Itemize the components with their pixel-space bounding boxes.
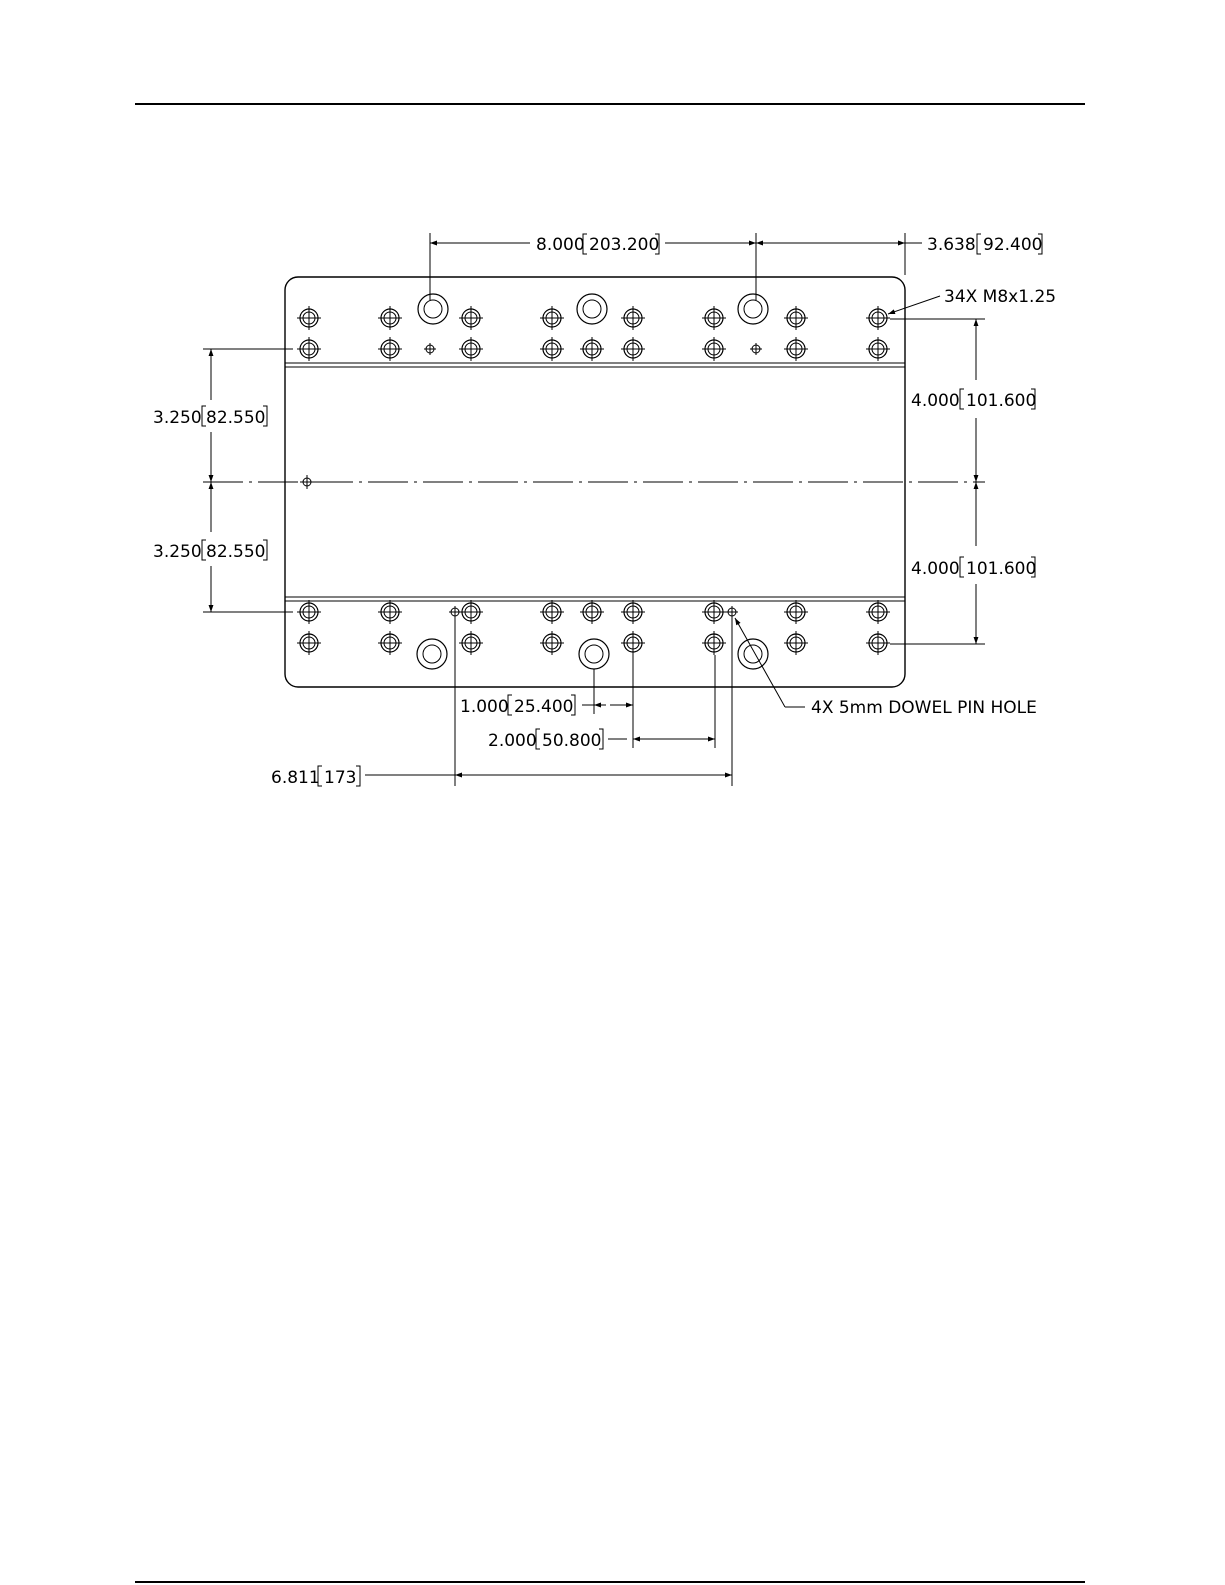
dim-left-lower-metric: 82.550 (206, 542, 265, 562)
dim-top-right-value: 3.638 (927, 235, 976, 255)
callout-tapped-holes: 34X M8x1.25 (888, 287, 1056, 314)
dim-bottom-one-value: 1.000 (460, 697, 509, 717)
dim-left-upper-metric: 82.550 (206, 408, 265, 428)
dim-top-span-metric: 203.200 (589, 235, 659, 255)
dim-bottom-one-metric: 25.400 (514, 697, 573, 717)
dim-top-span-value: 8.000 (536, 235, 585, 255)
callout-dowel-holes-text: 4X 5mm DOWEL PIN HOLE (811, 698, 1037, 718)
dim-bottom-two-value: 2.000 (488, 731, 537, 751)
dim-top-right: 3.638 92.400 (756, 233, 1042, 275)
dim-left-upper-value: 3.250 (153, 408, 202, 428)
callout-tapped-holes-text: 34X M8x1.25 (944, 287, 1056, 307)
dim-bottom-long-metric: 173 (324, 768, 356, 788)
dim-bottom-two-metric: 50.800 (542, 731, 601, 751)
dim-top-right-metric: 92.400 (983, 235, 1042, 255)
dim-right-lower-value: 4.000 (911, 559, 960, 579)
dim-bottom-long-value: 6.811 (271, 768, 320, 788)
dim-left: 3.250 82.550 3.250 82.550 (153, 349, 293, 612)
dim-right-lower-metric: 101.600 (966, 559, 1036, 579)
dim-right-upper-metric: 101.600 (966, 391, 1036, 411)
dim-right-upper-value: 4.000 (911, 391, 960, 411)
dim-left-lower-value: 3.250 (153, 542, 202, 562)
